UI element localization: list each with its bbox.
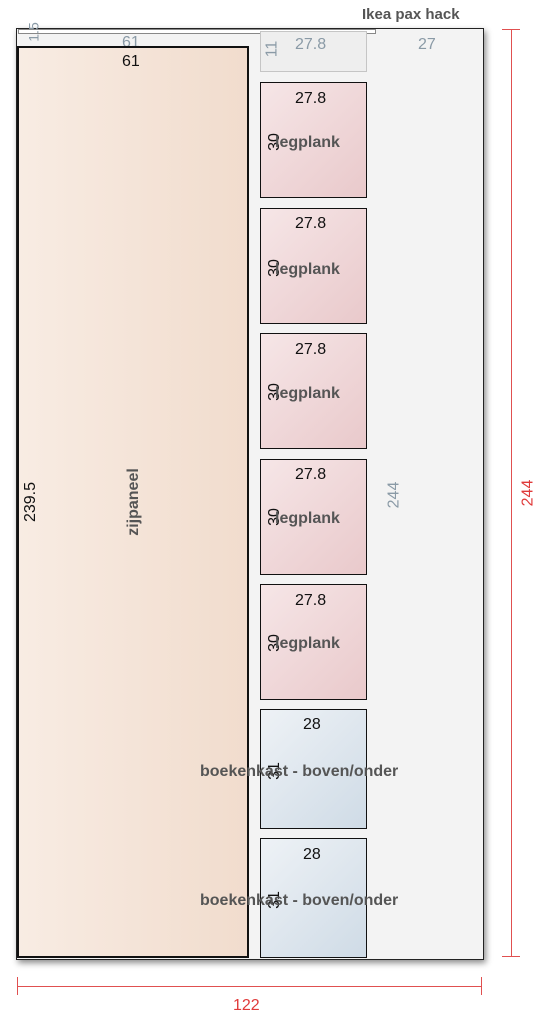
zijpaneel-piece [17, 46, 249, 958]
sheet-width-dimension-line [17, 986, 482, 987]
zijpaneel-label: zijpaneel [124, 468, 142, 536]
dimension-tick [481, 977, 482, 995]
sheet-width-label: 122 [233, 997, 260, 1014]
boekenkast-piece [260, 838, 367, 958]
legplank-piece [260, 208, 367, 324]
boekenkast-piece [260, 709, 367, 829]
legplank-label: legplank [275, 510, 340, 527]
legplank-width-label: 27.8 [295, 341, 327, 358]
legplank-width-label: 27.8 [295, 215, 327, 232]
offcut-width-label: 27 [418, 36, 436, 53]
legplank-label: legplank [275, 261, 340, 278]
legplank-width-label: 27.8 [295, 592, 327, 609]
zijpaneel-height-label: 239.5 [22, 481, 40, 523]
legplank-piece [260, 584, 367, 700]
small-piece-height-label: 11 [263, 40, 281, 58]
strip-thickness-label: 1.5 [25, 22, 42, 42]
small-piece [260, 31, 367, 72]
strip-piece [18, 29, 376, 34]
legplank-width-label: 27.8 [295, 90, 327, 107]
legplank-label: legplank [275, 385, 340, 402]
boekenkast-width-label: 28 [303, 846, 321, 863]
sheet-height-dimension-line [511, 29, 512, 957]
legplank-piece [260, 459, 367, 575]
dimension-tick [17, 977, 18, 995]
legplank-label: legplank [275, 635, 340, 652]
boekenkast-label: boekenkast - boven/onder [200, 763, 399, 780]
legplank-label: legplank [275, 134, 340, 151]
offcut-height-label: 244 [385, 481, 403, 509]
boekenkast-width-label: 28 [303, 716, 321, 733]
diagram-title: Ikea pax hack [362, 6, 460, 23]
zijpaneel-width-label: 61 [122, 53, 140, 70]
legplank-width-label: 27.8 [295, 466, 327, 483]
dimension-tick [502, 956, 520, 957]
legplank-piece [260, 333, 367, 449]
small-piece-width-label: 27.8 [295, 36, 327, 53]
dimension-tick [502, 29, 520, 30]
legplank-piece [260, 82, 367, 198]
sheet-height-label: 244 [519, 479, 537, 507]
boekenkast-label: boekenkast - boven/onder [200, 892, 399, 909]
